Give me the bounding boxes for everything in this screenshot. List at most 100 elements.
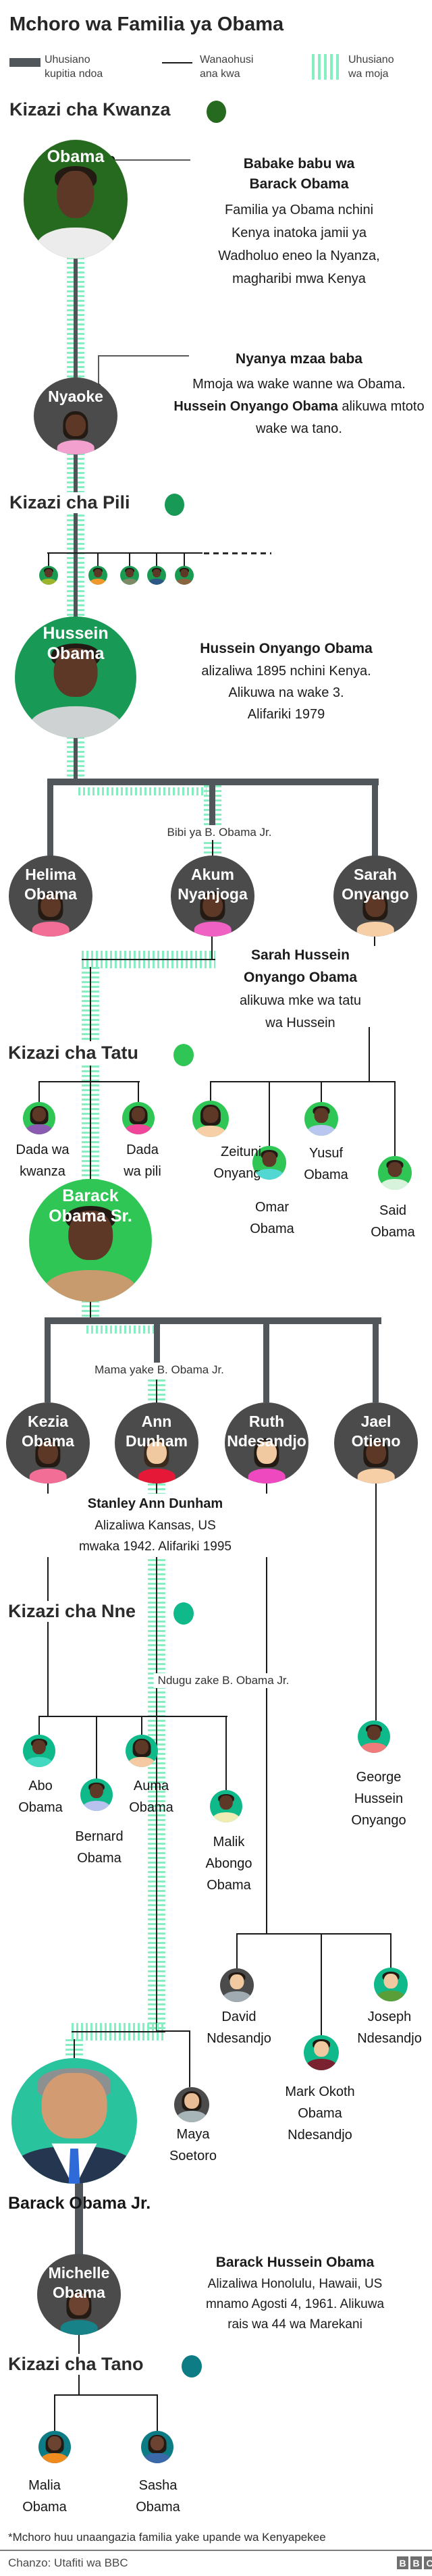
annotation-grandfather: Babake babu wa Barack Obama Familia ya O…	[171, 154, 427, 290]
person-zeituni-onyango	[192, 1101, 229, 1137]
person-figure	[29, 1179, 152, 1302]
person-figure	[220, 1968, 254, 2002]
person-name: Jael Otieno	[351, 1413, 401, 1450]
bbc-logo: B B C	[397, 2556, 432, 2569]
annotation-barack-title: Barack Hussein Obama	[215, 2255, 375, 2270]
stub-kezia	[45, 1317, 51, 1402]
label-omar: Omar Obama	[250, 1200, 294, 1236]
annotation-hussein-body: alizaliwa 1895 nchini Kenya. Alikuwa na …	[201, 664, 371, 722]
person-kezia-obama: Kezia Obama	[6, 1402, 90, 1483]
person-name: Ann Dunham	[126, 1413, 188, 1450]
label-auma: Auma Obama	[129, 1779, 173, 1815]
label-george: George Hussein Onyango	[351, 1770, 406, 1828]
person-figure	[6, 1402, 90, 1483]
person-figure	[24, 140, 128, 259]
pointer-line-nyaoke	[98, 355, 189, 357]
footnote: *Mchoro huu unaangazia familia yake upan…	[8, 2531, 326, 2544]
label-sasha: Sasha Obama	[136, 2478, 180, 2515]
person-figure	[34, 377, 117, 454]
annotation-sarah: Sarah Hussein Onyango Obama alikuwa mke …	[199, 944, 402, 1034]
person-sibling-2	[88, 566, 107, 585]
generation-2-dot	[165, 494, 184, 516]
connector-stem-sib2	[97, 554, 99, 567]
source-credit: Chanzo: Utafiti wa BBC	[8, 2556, 128, 2569]
person-omar-obama	[252, 1146, 286, 1180]
marriage-bar2-hatch	[86, 1325, 157, 1334]
stub-akum	[209, 779, 215, 826]
label-david: David Ndesandjo	[207, 2009, 271, 2046]
person-michelle-obama: Michelle Obama	[37, 2254, 121, 2335]
person-hussein-obama: Hussein Obama	[15, 616, 136, 738]
person-ruth-ndesandjo: Ruth Ndesandjo	[225, 1402, 308, 1483]
label-dada-wa-kwanza: Dada wa kwanza	[16, 1142, 70, 1179]
annotation-hussein: Hussein Onyango Obama alizaliwa 1895 nch…	[168, 639, 404, 725]
person-figure	[38, 2431, 71, 2463]
marriage-bar-barack-jr	[75, 2182, 83, 2255]
person-figure	[11, 2058, 137, 2184]
generation-4-dot	[173, 1602, 194, 1625]
person-figure	[210, 1790, 242, 1822]
connector-stem-omar	[269, 1082, 270, 1146]
connector-ladder-hussein-marriage	[67, 737, 84, 783]
connector-akum-down	[211, 937, 213, 960]
person-sibling-5	[175, 566, 194, 585]
person-auma-obama	[126, 1735, 158, 1767]
connector-kezia-kids-bar	[38, 1716, 227, 1717]
annotation-nyaoke-title: Nyanya mzaa baba	[236, 351, 362, 367]
person-malia-obama	[38, 2431, 71, 2463]
connector-stem-auma	[141, 1717, 142, 1735]
person-figure	[171, 856, 254, 937]
stub-ann	[154, 1317, 160, 1363]
connector-stem-david	[236, 1935, 238, 1968]
person-jael-otieno: Jael Otieno	[334, 1402, 418, 1483]
stub-ruth	[263, 1317, 269, 1402]
person-figure	[374, 1968, 408, 2001]
connector-stem-malia	[54, 2396, 55, 2431]
person-figure	[252, 1146, 286, 1180]
section-generation-4: Kizazi cha Nne	[8, 1601, 142, 1622]
person-figure	[88, 566, 107, 585]
connector-elbow-ann	[72, 2023, 165, 2041]
connector-ladder-to-barack-sr	[82, 1066, 99, 1182]
annotation-sarah-title: Sarah Hussein Onyango Obama	[243, 947, 358, 985]
legend-blood-icon	[162, 62, 192, 63]
person-figure	[15, 616, 136, 738]
person-dada-wa-kwanza	[23, 1102, 55, 1134]
person-sibling-1	[39, 566, 58, 585]
label-maya: Maya Soetoro	[169, 2127, 217, 2163]
annotation-sarah-body: alikuwa mke wa tatu wa Hussein	[239, 993, 362, 1030]
connector-stem-yusuf	[321, 1082, 322, 1102]
connector-stem-sasha	[157, 2396, 158, 2431]
label-dada-wa-pili: Dada wa pili	[124, 1142, 161, 1179]
label-malik: Malik Abongo Obama	[205, 1835, 252, 1893]
connector-stem-dada2	[138, 1082, 139, 1102]
note-bibi: Bibi ya B. Obama Jr.	[163, 825, 276, 840]
pointer-line-sarah	[374, 937, 375, 946]
connector-stem-dada1	[38, 1082, 40, 1102]
label-abo: Abo Obama	[18, 1779, 63, 1815]
connector-stem-sib4	[156, 554, 157, 567]
person-figure	[23, 1735, 55, 1767]
person-figure	[333, 856, 417, 937]
label-yusuf: Yusuf Obama	[304, 1146, 348, 1182]
marriage-bar-hatch	[78, 787, 207, 795]
bbc-logo-block: B	[397, 2556, 408, 2569]
label-said: Said Obama	[371, 1203, 415, 1240]
person-figure	[358, 1720, 390, 1753]
person-figure	[147, 566, 166, 585]
person-name: Ruth Ndesandjo	[227, 1413, 306, 1450]
annotation-bold-name: Hussein Onyango Obama	[173, 399, 338, 414]
person-name: Kezia Obama	[22, 1413, 74, 1450]
label-joseph: Joseph Ndesandjo	[357, 2009, 422, 2046]
label-barack-jr: Barack Obama Jr.	[8, 2194, 151, 2213]
annotation-nyaoke: Nyanya mzaa baba Mmoja wa wake wanne wa …	[172, 349, 426, 440]
marriage-bar-barack-sr	[47, 1317, 381, 1324]
person-figure	[175, 566, 194, 585]
annotation-hussein-title: Hussein Onyango Obama	[200, 641, 373, 656]
person-name: Michelle Obama	[48, 2264, 110, 2301]
bbc-logo-block: C	[424, 2556, 432, 2569]
stub-jael	[373, 1317, 379, 1402]
legend-marriage-label: Uhusiano kupitia ndoa	[45, 54, 103, 80]
label-zeituni: Zeituni Onyango	[213, 1145, 269, 1181]
page-title: Mchoro wa Familia ya Obama	[9, 14, 284, 35]
